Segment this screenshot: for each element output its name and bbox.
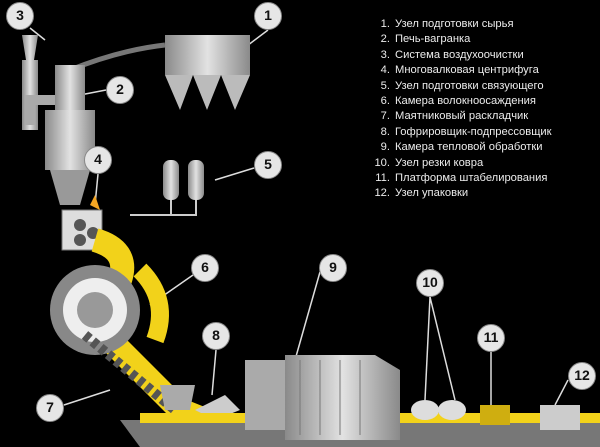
legend-item: 3. Система воздухоочистки: [372, 48, 552, 63]
callout-8: 8: [202, 322, 230, 350]
legend-label: Маятниковый раскладчик: [395, 110, 529, 123]
legend-number: 8.: [380, 125, 390, 138]
legend-number: 9.: [380, 141, 390, 154]
legend-label: Система воздухоочистки: [395, 48, 524, 61]
legend-item: 10. Узел резки ковра: [372, 156, 552, 171]
legend-item: 8. Гофрировщик-подпрессовщик: [372, 125, 552, 140]
raw-material-hoppers: [69, 35, 250, 110]
legend-number: 5.: [380, 79, 390, 92]
legend-label: Узел подготовки сырья: [395, 18, 514, 30]
legend-label: Камера волокноосаждения: [395, 95, 536, 108]
legend-label: Камера тепловой обработки: [395, 141, 543, 154]
legend-label: Печь-вагранка: [395, 33, 471, 46]
legend-number: 1.: [380, 18, 390, 30]
packing-unit: [540, 405, 580, 430]
legend-item: 2. Печь-вагранка: [372, 32, 552, 47]
callout-11: 11: [477, 324, 505, 352]
legend-label: Многовалковая центрифуга: [395, 64, 539, 77]
legend-label: Узел подготовки связующего: [395, 79, 544, 92]
legend-label: Узел упаковки: [395, 187, 469, 200]
legend-item: 11. Платформа штабелирования: [372, 171, 552, 186]
callout-3: 3: [6, 2, 34, 30]
fibre-settling-chamber: [50, 263, 169, 355]
legend: 1. Узел подготовки сырья 2. Печь-вагранка 3.…: [372, 17, 552, 202]
callout-2: 2: [106, 76, 134, 104]
legend-number: 12.: [374, 187, 390, 200]
legend-label: Узел резки ковра: [395, 156, 484, 169]
legend-item: 4. Многовалковая центрифуга: [372, 63, 552, 78]
callout-6: 6: [191, 254, 219, 282]
legend-item: 12. Узел упаковки: [372, 186, 552, 201]
callout-4: 4: [84, 146, 112, 174]
cupola-furnace: [45, 65, 95, 205]
legend-label: Гофрировщик-подпрессовщик: [395, 125, 552, 138]
legend-label: Платформа штабелирования: [395, 172, 548, 185]
legend-item: 5. Узел подготовки связующего: [372, 79, 552, 94]
callout-10: 10: [416, 269, 444, 297]
legend-number: 4.: [380, 64, 390, 77]
legend-item: 6. Камера волокноосаждения: [372, 94, 552, 109]
callout-5: 5: [254, 151, 282, 179]
legend-item: 9. Камера тепловой обработки: [372, 140, 552, 155]
legend-number: 10.: [374, 156, 390, 169]
stacking-platform: [480, 405, 510, 425]
callout-1: 1: [254, 2, 282, 30]
legend-item: 7. Маятниковый раскладчик: [372, 109, 552, 124]
legend-number: 7.: [380, 110, 390, 123]
legend-number: 6.: [380, 95, 390, 108]
curing-chamber: [245, 355, 400, 440]
callout-7: 7: [36, 394, 64, 422]
legend-number: 3.: [380, 48, 390, 61]
callout-12: 12: [568, 362, 596, 390]
callout-9: 9: [319, 254, 347, 282]
legend-item: 1. Узел подготовки сырья: [372, 17, 552, 32]
legend-number: 11.: [375, 172, 390, 185]
mat-cutting-unit: [411, 400, 466, 420]
air-cleaning-system: [22, 35, 60, 130]
leader-lines: [29, 27, 569, 410]
legend-number: 2.: [380, 33, 390, 46]
binder-preparation-unit: [130, 160, 204, 216]
